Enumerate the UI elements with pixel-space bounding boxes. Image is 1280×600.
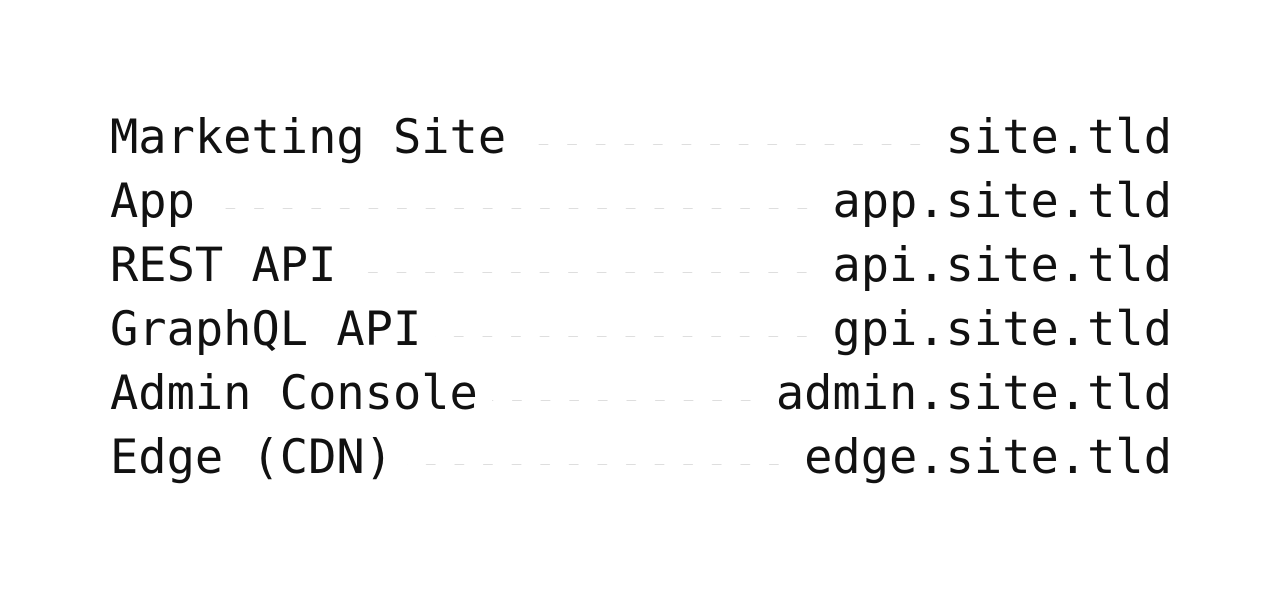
service-hostname-list: Marketing Site site.tld App app.site.tld… [110, 106, 1172, 490]
list-item[interactable]: REST API api.site.tld [110, 234, 1172, 298]
dot-leader [406, 463, 789, 465]
service-hostname: api.site.tld [832, 238, 1172, 293]
service-name: REST API [110, 238, 337, 293]
list-item[interactable]: GraphQL API gpi.site.tld [110, 298, 1172, 362]
list-item[interactable]: Admin Console admin.site.tld [110, 362, 1172, 426]
dot-leader [520, 143, 930, 145]
list-item[interactable]: App app.site.tld [110, 170, 1172, 234]
service-hostname: app.site.tld [832, 174, 1172, 229]
service-name: Edge (CDN) [110, 430, 393, 485]
service-name: Admin Console [110, 366, 478, 421]
service-name: Marketing Site [110, 110, 507, 165]
list-item[interactable]: Marketing Site site.tld [110, 106, 1172, 170]
service-name: App [110, 174, 195, 229]
list-item[interactable]: Edge (CDN) edge.site.tld [110, 426, 1172, 490]
dot-leader [435, 335, 817, 337]
service-hostname: site.tld [945, 110, 1172, 165]
service-hostname: edge.site.tld [804, 430, 1172, 485]
dot-leader [208, 207, 817, 209]
service-hostname: gpi.site.tld [832, 302, 1172, 357]
dot-leader [491, 399, 760, 401]
service-name: GraphQL API [110, 302, 422, 357]
dot-leader [350, 271, 817, 273]
service-hostname: admin.site.tld [775, 366, 1172, 421]
